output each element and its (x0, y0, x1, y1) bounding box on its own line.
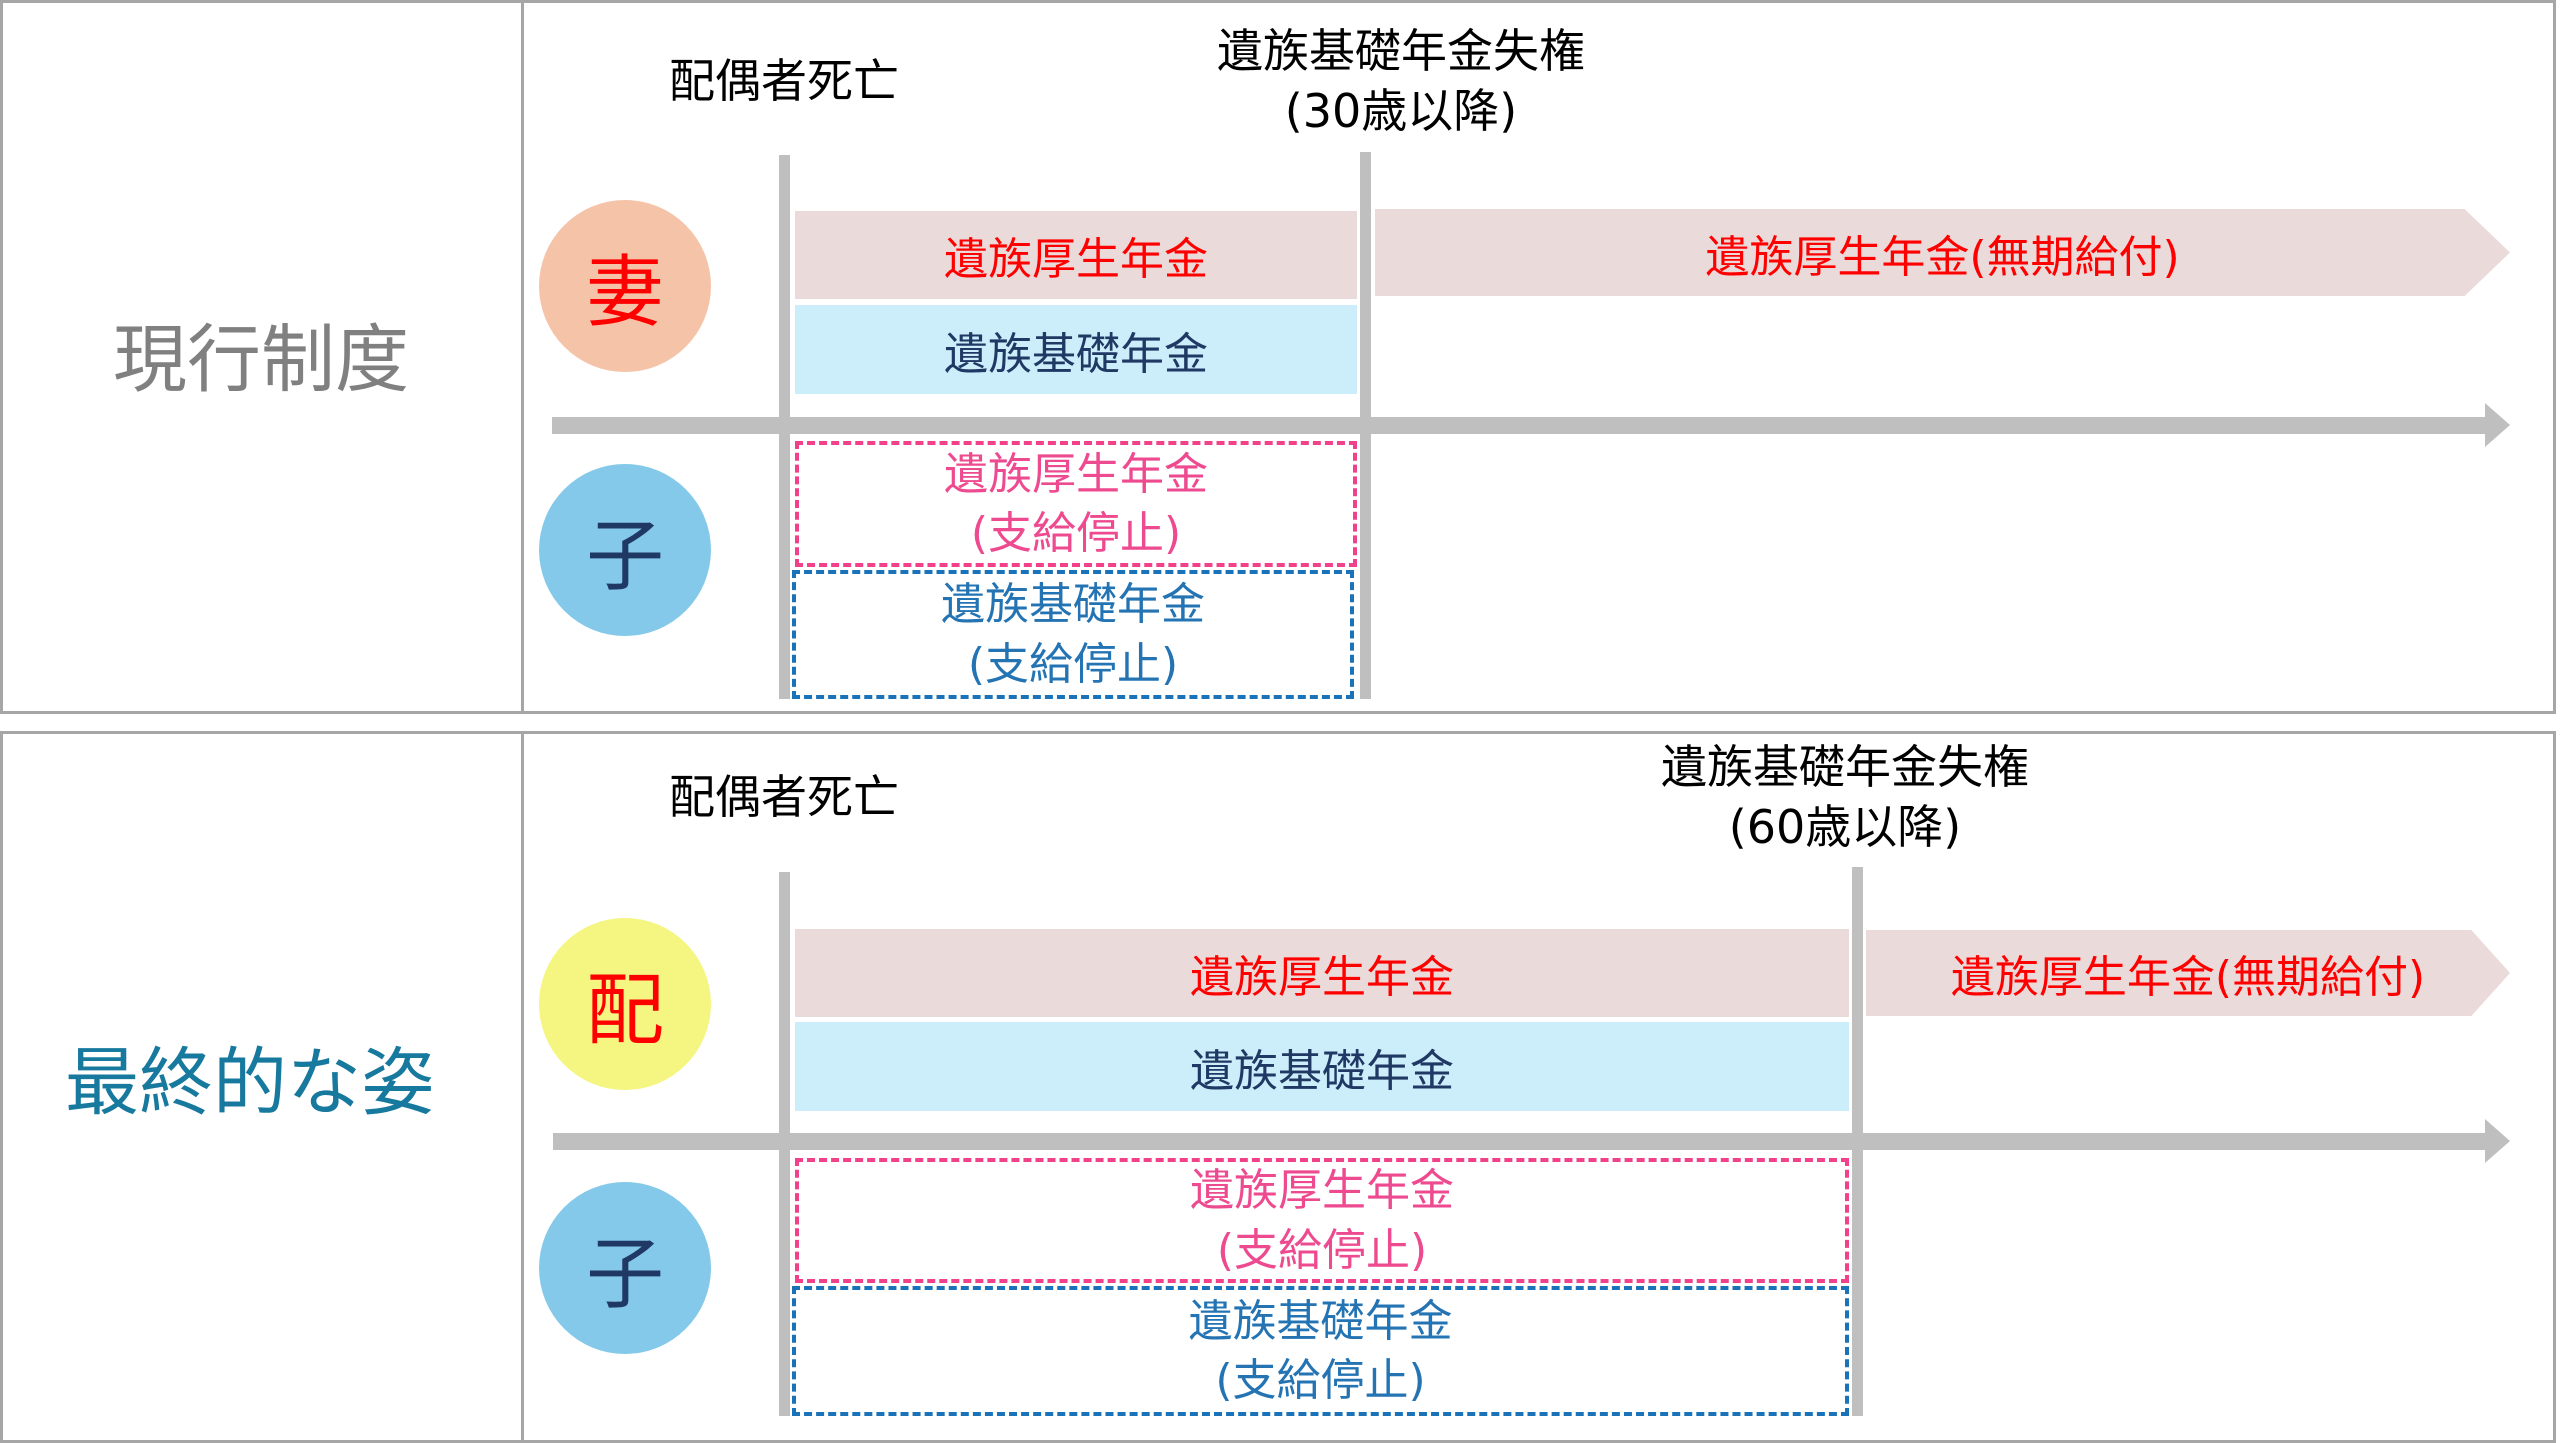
kiso-loss-line1: 遺族基礎年金失権 (1661, 740, 2029, 794)
child-kosei-line1: 遺族厚生年金 (1190, 1165, 1454, 1217)
child-circle: 子 (539, 1182, 711, 1354)
child-kiso-line2: (支給停止) (1215, 1355, 1426, 1406)
kiso-loss-label: 遺族基礎年金失権 (30歳以降) (1151, 22, 1651, 142)
current-system-panel (0, 0, 2556, 714)
wife-circle: 妻 (539, 200, 711, 372)
child-employee-pension-suspended: 遺族厚生年金 (支給停止) (795, 1158, 1849, 1283)
timeline-arrowhead-icon (2485, 403, 2510, 447)
child-kosei-line2: (支給停止) (970, 508, 1182, 559)
spouse-circle: 配 (539, 918, 711, 1090)
kiso-loss-line2: (60歳以降) (1728, 799, 1962, 854)
final-system-panel (0, 731, 2556, 1443)
survivor-employee-pension-indefinite-arrow: 遺族厚生年金(無期給付) (1375, 209, 2510, 296)
child-circle: 子 (539, 464, 711, 636)
kiso-loss-line2: (30歳以降) (1284, 83, 1518, 138)
child-kiso-line2: (支給停止) (967, 638, 1179, 690)
spouse-death-label: 配偶者死亡 (669, 54, 899, 108)
kiso-loss-marker (1852, 867, 1863, 1416)
spouse-death-marker (779, 155, 790, 699)
timeline-axis (553, 1133, 2487, 1150)
survivor-employee-pension-band: 遺族厚生年金 (795, 211, 1357, 299)
spouse-death-label: 配偶者死亡 (669, 770, 899, 824)
spouse-death-marker (779, 872, 790, 1416)
survivor-basic-pension-band: 遺族基礎年金 (795, 305, 1357, 394)
panel-divider (521, 731, 524, 1443)
child-basic-pension-suspended: 遺族基礎年金 (支給停止) (792, 1286, 1849, 1416)
child-employee-pension-suspended: 遺族厚生年金 (支給停止) (795, 441, 1357, 567)
child-kosei-line1: 遺族厚生年金 (944, 448, 1208, 500)
timeline-arrowhead-icon (2485, 1119, 2510, 1163)
child-basic-pension-suspended: 遺族基礎年金 (支給停止) (792, 570, 1354, 699)
survivor-employee-pension-band: 遺族厚生年金 (795, 929, 1849, 1017)
child-kosei-line2: (支給停止) (1216, 1224, 1428, 1276)
final-system-label: 最終的な姿 (65, 1040, 435, 1126)
current-system-label: 現行制度 (113, 317, 409, 403)
kiso-loss-line1: 遺族基礎年金失権 (1217, 24, 1585, 78)
timeline-axis (552, 417, 2487, 434)
panel-divider (521, 0, 524, 714)
survivor-employee-pension-indefinite-arrow: 遺族厚生年金(無期給付) (1866, 930, 2510, 1016)
survivor-basic-pension-band: 遺族基礎年金 (795, 1022, 1849, 1111)
child-kiso-line1: 遺族基礎年金 (1188, 1295, 1453, 1347)
child-kiso-line1: 遺族基礎年金 (941, 579, 1205, 631)
kiso-loss-marker (1360, 152, 1371, 699)
kiso-loss-label: 遺族基礎年金失権 (60歳以降) (1595, 738, 2095, 858)
